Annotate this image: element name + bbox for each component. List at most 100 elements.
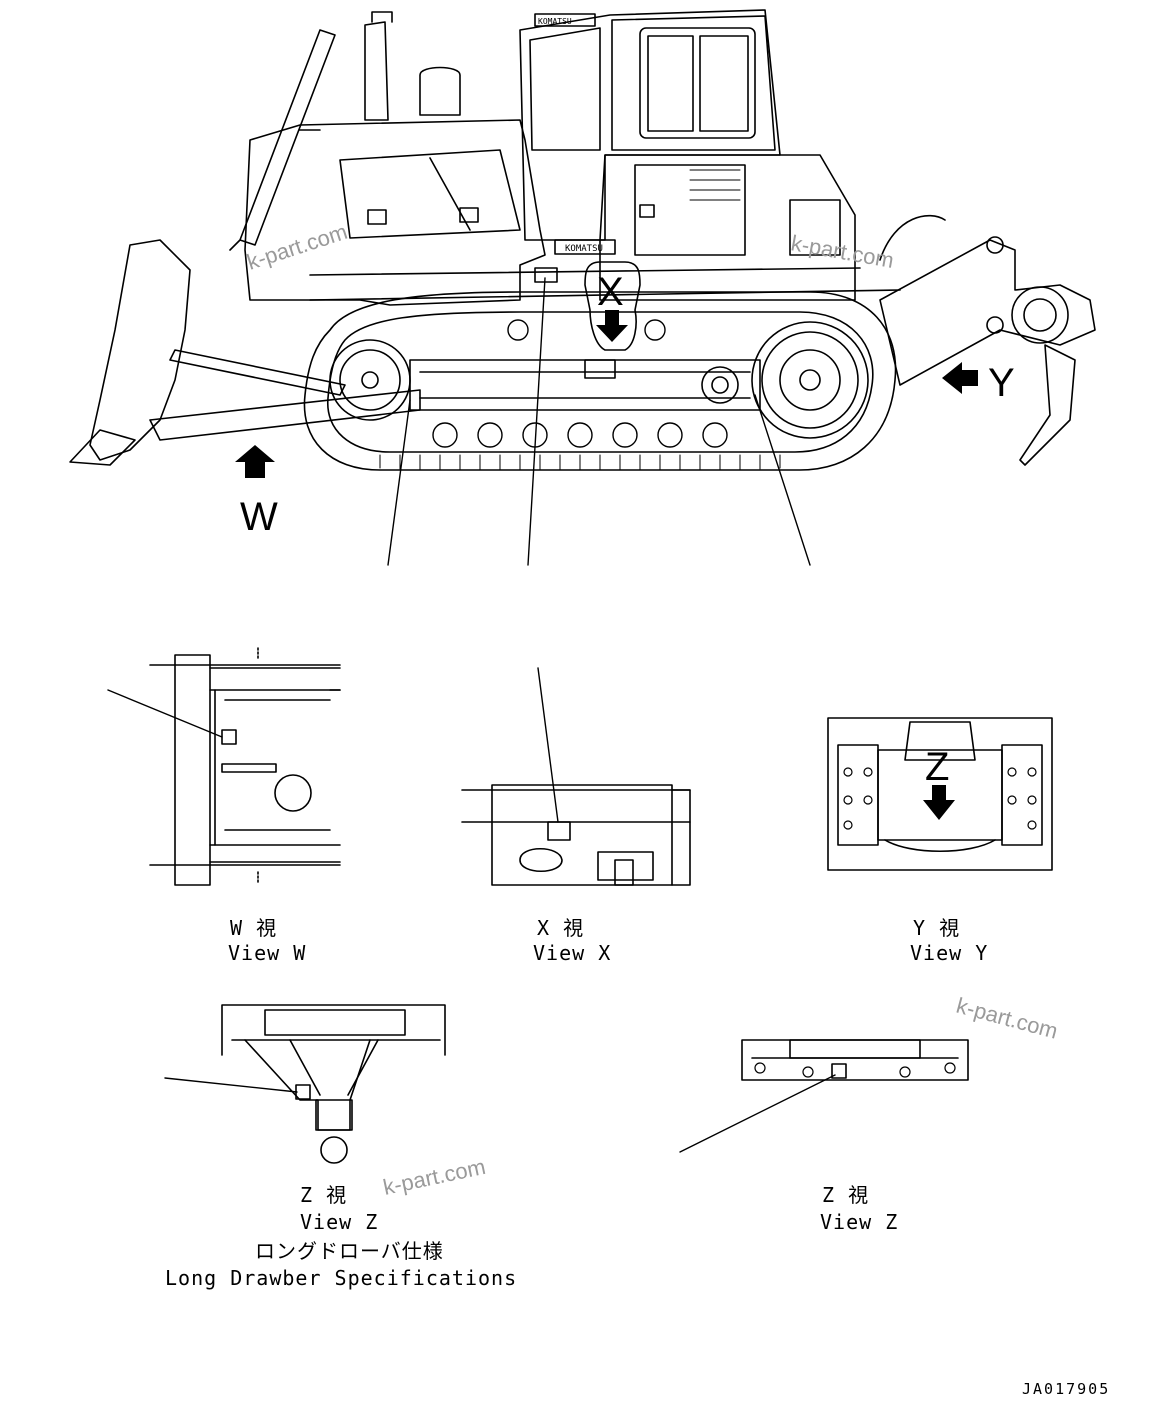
rear-grille bbox=[689, 169, 741, 201]
lift-cylinder bbox=[229, 29, 336, 251]
view-z-title-en: View Z bbox=[820, 1210, 898, 1234]
exhaust-stack bbox=[364, 11, 393, 121]
z-top-beam bbox=[789, 1039, 921, 1059]
track-inner bbox=[327, 311, 874, 453]
x-decal-box bbox=[547, 821, 571, 841]
body-side-rail bbox=[309, 267, 901, 301]
view-z-title-jp: Z 視 bbox=[822, 1183, 869, 1207]
arrow-x-letter: X bbox=[597, 270, 624, 314]
leader-line-2 bbox=[527, 277, 546, 566]
view-z-drawing bbox=[679, 1039, 969, 1153]
cab-front-glass bbox=[529, 27, 601, 151]
view-y-title-en: View Y bbox=[910, 941, 988, 965]
fuel-gauge-panel bbox=[789, 199, 841, 256]
leader-line-1 bbox=[387, 399, 411, 566]
cab-door bbox=[611, 15, 776, 151]
cab-brand-label: KOMATSU bbox=[538, 17, 572, 26]
view-y-title-jp: Y 視 bbox=[913, 916, 960, 940]
view-w-title-jp: W 視 bbox=[230, 916, 277, 940]
arrow-up-icon bbox=[235, 445, 275, 478]
blade-push-arm bbox=[149, 389, 421, 441]
hood-latch-right bbox=[459, 207, 479, 223]
view-w-drawing bbox=[107, 647, 341, 886]
view-x-drawing bbox=[461, 667, 691, 886]
bulldozer-side-view: KOMATSU KOMATSU bbox=[69, 9, 1096, 471]
dozer-blade bbox=[89, 239, 191, 461]
view-w-title-en: View W bbox=[228, 941, 306, 965]
cab-brand-plate bbox=[534, 13, 596, 27]
cab-window-pane-left bbox=[647, 35, 694, 132]
view-z-long-title-jp: Z 視 bbox=[300, 1183, 347, 1207]
watermark-1: k-part.com bbox=[244, 219, 351, 275]
ripper-shank bbox=[1019, 344, 1076, 466]
zl-top-beam bbox=[264, 1009, 406, 1036]
zl-hitch-pin bbox=[320, 1136, 348, 1164]
arrow-w-letter: W bbox=[240, 495, 278, 539]
view-z-long-drawing bbox=[164, 1004, 446, 1164]
ripper-hose bbox=[879, 214, 946, 261]
track-pads bbox=[379, 454, 781, 471]
watermark-2: k-part.com bbox=[789, 230, 896, 273]
rear-latch bbox=[639, 204, 655, 218]
view-y-drawing: Z bbox=[827, 717, 1053, 871]
z-decal-box bbox=[831, 1063, 847, 1079]
view-z-long-title-en: View Z bbox=[300, 1210, 378, 1234]
rear-body bbox=[599, 154, 856, 301]
view-z-long-note-en: Long Drawber Specifications bbox=[165, 1266, 517, 1290]
watermark-3: k-part.com bbox=[954, 993, 1061, 1044]
leader-line-3 bbox=[754, 394, 811, 566]
view-z-long-note-jp: ロングドローバ仕様 bbox=[255, 1239, 444, 1263]
zl-drawbar-block bbox=[315, 1099, 353, 1131]
x-mount-post bbox=[614, 859, 634, 886]
front-idler bbox=[329, 339, 411, 421]
leader-lines-main bbox=[387, 277, 811, 566]
engine-hood bbox=[244, 119, 546, 306]
track-outer bbox=[303, 291, 897, 471]
w-leader-line bbox=[107, 689, 223, 738]
arrow-y-letter: Y bbox=[988, 361, 1015, 405]
arrow-down-z-icon bbox=[923, 785, 955, 820]
w-frame-beam bbox=[174, 654, 211, 886]
ripper-pin-housing bbox=[1011, 286, 1069, 344]
ripper-pin bbox=[1023, 298, 1057, 332]
rear-panel bbox=[634, 164, 746, 256]
body-brand-plate bbox=[554, 239, 616, 255]
x-oval-cover bbox=[519, 848, 563, 872]
w-round-cover bbox=[274, 774, 312, 812]
ripper-pivot-bottom bbox=[986, 316, 1004, 334]
y-center-box bbox=[877, 749, 1003, 841]
y-left-plate bbox=[837, 744, 879, 846]
hood-door bbox=[339, 149, 521, 239]
arrow-left-icon bbox=[942, 362, 978, 394]
arrow-x-bubble bbox=[584, 261, 641, 351]
arrow-y: Y bbox=[942, 361, 1015, 405]
watermark-4: k-part.com bbox=[381, 1154, 488, 1200]
track-rollers bbox=[432, 319, 728, 448]
ripper-pivot-top bbox=[986, 236, 1004, 254]
arrow-x: X bbox=[584, 261, 641, 351]
precleaner bbox=[419, 66, 461, 116]
zl-leader-line bbox=[164, 1077, 298, 1093]
w-slot bbox=[221, 763, 277, 773]
decal-x-on-body bbox=[534, 267, 558, 283]
blade-brace bbox=[169, 349, 346, 396]
frame-plate bbox=[584, 359, 616, 379]
arrow-w: W bbox=[235, 445, 278, 539]
body-brand-label: KOMATSU bbox=[565, 244, 603, 254]
cab-window-pane-right bbox=[699, 35, 749, 132]
x-frame-box bbox=[491, 784, 673, 886]
view-x-title-jp: X 視 bbox=[537, 916, 584, 940]
rear-sprocket bbox=[701, 321, 869, 439]
z-leader-line bbox=[679, 1074, 836, 1153]
x-mount bbox=[597, 851, 654, 881]
arrow-z-letter: Z bbox=[925, 745, 949, 789]
y-right-plate bbox=[1001, 744, 1043, 846]
blade-cutting-edge bbox=[69, 429, 136, 466]
ripper-frame bbox=[879, 239, 1096, 386]
x-leader-line bbox=[537, 667, 559, 823]
view-x-title-en: View X bbox=[533, 941, 611, 965]
cab-window bbox=[639, 27, 756, 139]
hood-latch-left bbox=[367, 209, 387, 225]
